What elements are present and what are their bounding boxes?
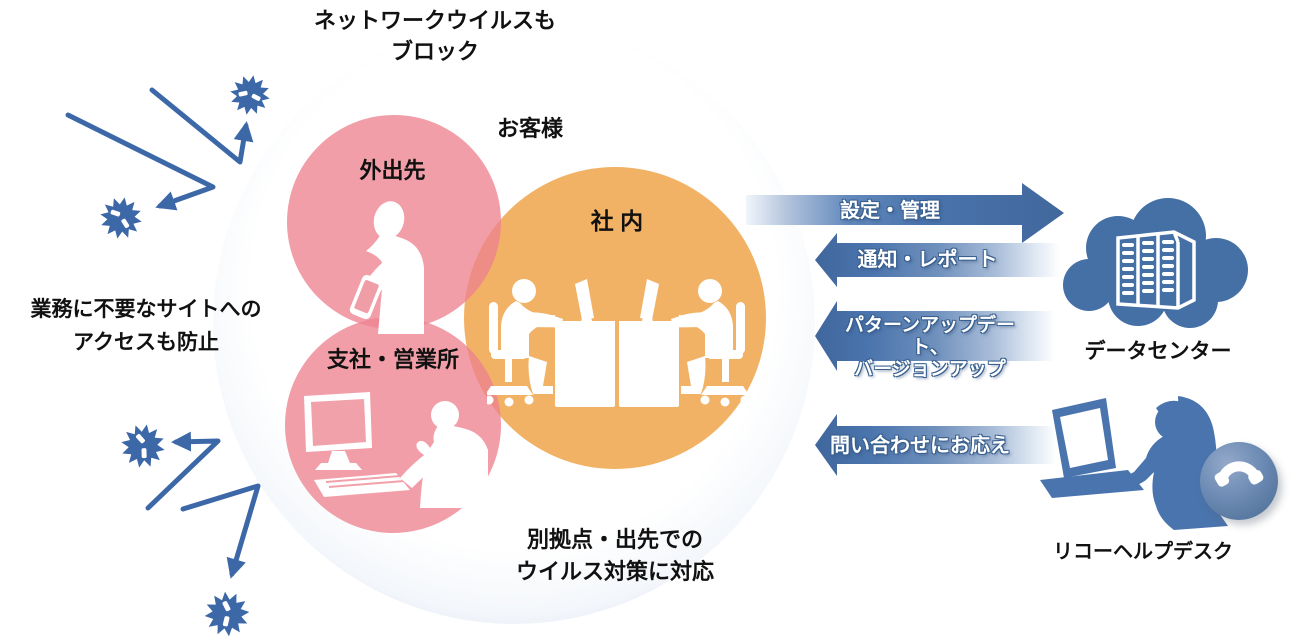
virus-icon (91, 188, 151, 248)
headset-operator-icon (1040, 396, 1228, 530)
arrow-settings-management-label: 設定・管理 (840, 200, 940, 222)
deflect-arrow (145, 431, 221, 511)
phone-badge (1200, 442, 1278, 520)
arrow-pattern-update-line1: パターンアップデート、 (844, 315, 1016, 358)
helpdesk-label: リコーヘルプデスク (1053, 541, 1233, 563)
out-of-office-label: 外出先 (359, 158, 426, 183)
arrow-notification-report-label: 通知・レポート (857, 249, 998, 271)
cloud-icon (1063, 198, 1248, 328)
unwanted-sites-line1: 業務に不要なサイトへの (30, 298, 262, 321)
unwanted-sites-label: 業務に不要なサイトへの アクセスも防止 (12, 294, 280, 359)
deflect-arrow (65, 112, 216, 211)
office-workers-icon (487, 279, 747, 407)
virus-deflection-layer (65, 71, 274, 639)
virus-icon (202, 589, 252, 639)
network-virus-block-line2: ブロック (390, 38, 479, 64)
laptop-icon (1040, 398, 1144, 498)
mobile-user-icon (349, 201, 424, 334)
network-virus-block-line1: ネットワークウイルスも (313, 8, 556, 33)
arrow-pattern-update-label: パターンアップデート、 バージョンアップ (830, 315, 1030, 381)
remote-protection-line2: ウイルス対策に対応 (515, 558, 714, 584)
virus-icon (226, 71, 274, 119)
server-rack-icon (1116, 230, 1196, 310)
customer-label: お客様 (496, 116, 563, 141)
datacenter-label: データセンター (1084, 340, 1232, 363)
remote-protection-line1: 別拠点・出先での (526, 527, 703, 552)
arrow-pattern-update-line2: バージョンアップ (854, 359, 1006, 380)
branch-office-label: 支社・営業所 (326, 347, 459, 372)
phone-handset-icon (1214, 461, 1264, 487)
desktop-user-icon (304, 392, 488, 508)
deflect-arrow (149, 87, 254, 165)
unwanted-sites-line2: アクセスも防止 (73, 330, 219, 354)
deflect-arrow (180, 483, 261, 579)
in-house-label: 社 内 (590, 208, 644, 234)
arrow-inquiry-response-label: 問い合わせにお応え (830, 435, 1010, 457)
virus-icon (114, 417, 172, 475)
arrow-pattern-update (815, 301, 1055, 371)
network-virus-block-label: ネットワークウイルスも ブロック (295, 6, 575, 68)
remote-protection-label: 別拠点・出先での ウイルス対策に対応 (465, 524, 765, 588)
